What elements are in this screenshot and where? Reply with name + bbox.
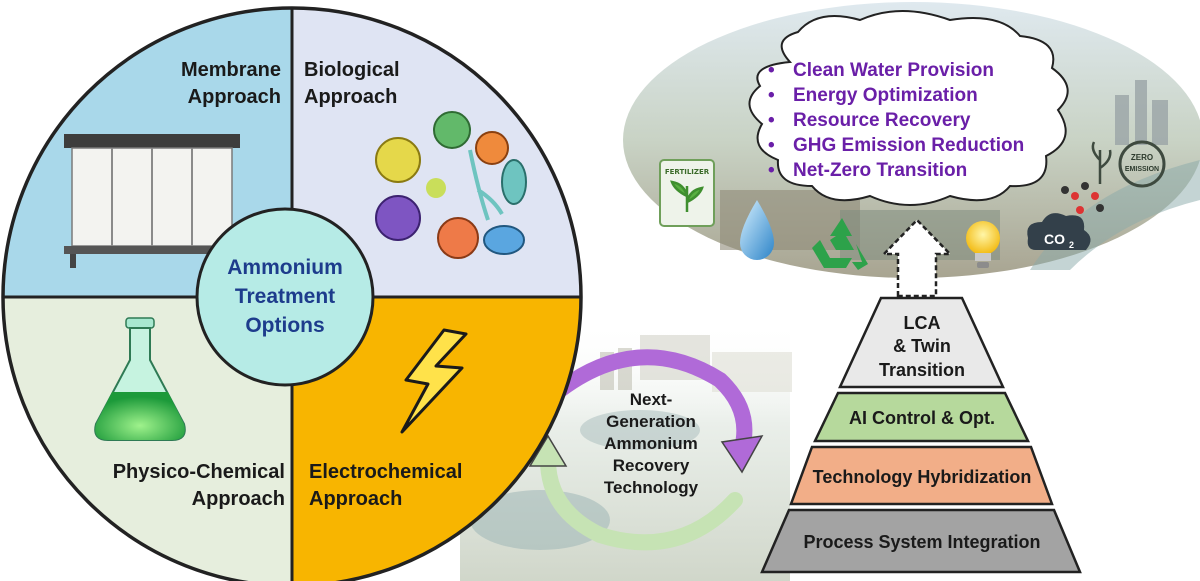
bullet-dot: • [768, 85, 775, 106]
center-line-1: Ammonium [227, 256, 343, 279]
co2-cloud-icon: CO 2 [1027, 213, 1091, 250]
center-line-3: Options [245, 314, 324, 337]
zero-emission-icon: ZERO EMISSION [1091, 140, 1166, 188]
fertilizer-bag-icon: FERTILIZER [659, 159, 715, 227]
bullet-dot: • [768, 110, 775, 131]
benefit-item: GHG Emission Reduction [793, 135, 1024, 156]
svg-text:EMISSION: EMISSION [1125, 166, 1159, 173]
bullet-dot: • [768, 135, 775, 156]
flask-icon [94, 317, 186, 441]
center-circle [195, 207, 375, 387]
benefit-item: Net-Zero Transition [793, 160, 967, 181]
molecules-icon [1061, 182, 1104, 214]
bullet-dot: • [768, 60, 775, 81]
pyramid-level-hybrid-label: Technology Hybridization [813, 467, 1032, 487]
physico-label-2: Approach [192, 488, 285, 510]
benefit-item: Energy Optimization [793, 85, 978, 106]
pyramid-top-line-1: LCA [904, 313, 941, 333]
membrane-module-icon [64, 134, 240, 268]
pyramid-level-ai [813, 391, 1030, 443]
benefits-cloud: • Clean Water Provision • Energy Optimizati… [748, 10, 1069, 206]
membrane-label-2: Approach [188, 86, 281, 108]
pyramid-level-hybrid [789, 445, 1054, 506]
pyramid: LCA & Twin Transition AI Control & Opt. … [760, 296, 1082, 574]
membrane-label-1: Membrane [181, 59, 281, 81]
pyramid-level-integration-label: Process System Integration [803, 532, 1040, 552]
svg-text:ZERO: ZERO [1131, 153, 1153, 162]
water-drop-icon [740, 200, 774, 260]
recycle-icon [812, 218, 868, 270]
lightning-icon [400, 328, 468, 434]
recovery-cycle: Next- Generation Ammonium Recovery Techn… [528, 349, 764, 551]
pyramid-top-line-3: Transition [879, 360, 965, 380]
svg-text:FERTILIZER: FERTILIZER [665, 168, 710, 176]
pyramid-level-ai-label: AI Control & Opt. [849, 408, 995, 428]
pyramid-top-line-2: & Twin [893, 336, 951, 356]
quadrant-electro [292, 297, 581, 581]
pyramid-top [838, 296, 1005, 389]
center-line-2: Treatment [235, 285, 335, 308]
physico-label-1: Physico-Chemical [113, 461, 285, 483]
electro-label-2: Approach [309, 488, 402, 510]
light-bulb-icon [966, 221, 1000, 268]
cycle-line-5: Technology [604, 478, 699, 497]
up-arrow-icon [881, 218, 953, 298]
pyramid-level-integration [760, 508, 1082, 574]
bullet-dot: • [768, 160, 775, 181]
microbes-icon [375, 111, 527, 259]
quadrant-biological [292, 8, 581, 297]
biological-label-1: Biological [304, 59, 400, 81]
electro-label-1: Electrochemical [309, 461, 462, 483]
cycle-line-1: Next- [630, 390, 673, 409]
biological-label-2: Approach [304, 86, 397, 108]
cycle-line-3: Ammonium [604, 434, 698, 453]
cycle-line-4: Recovery [613, 456, 690, 475]
purple-cycle-arrow [552, 349, 753, 456]
benefit-item: Resource Recovery [793, 110, 971, 131]
green-cycle-arrow [540, 452, 743, 551]
treatment-wheel: Ammonium Treatment Options Membrane Appr… [1, 6, 583, 581]
cycle-line-2: Generation [606, 412, 696, 431]
benefit-item: Clean Water Provision [793, 60, 994, 81]
svg-text:CO: CO [1044, 231, 1065, 247]
svg-text:2: 2 [1069, 240, 1074, 250]
